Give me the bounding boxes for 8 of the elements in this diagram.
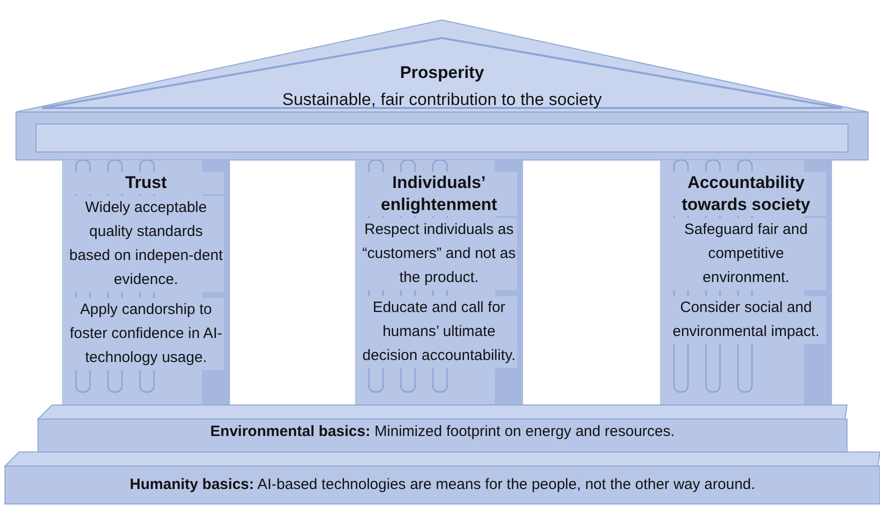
description: Humanity basics: AI-based technologies are means for the people, not the other way around.: [128, 475, 756, 495]
heading: Prosperity: [398, 62, 486, 84]
description: Respect individuals as “customers” and not as the product.: [361, 218, 517, 290]
description: Environmental basics: Minimized footprint on energy and resources.: [209, 422, 676, 442]
description: Apply candorship to foster confidence in AI-technology usage.: [68, 298, 224, 370]
description: Educate and call for humans’ ultimate decision accountability.: [361, 296, 517, 368]
subtitle: Sustainable, fair contribution to the society: [281, 89, 603, 111]
description: Widely acceptable quality standards based on indepen-dent evidence.: [68, 196, 224, 292]
